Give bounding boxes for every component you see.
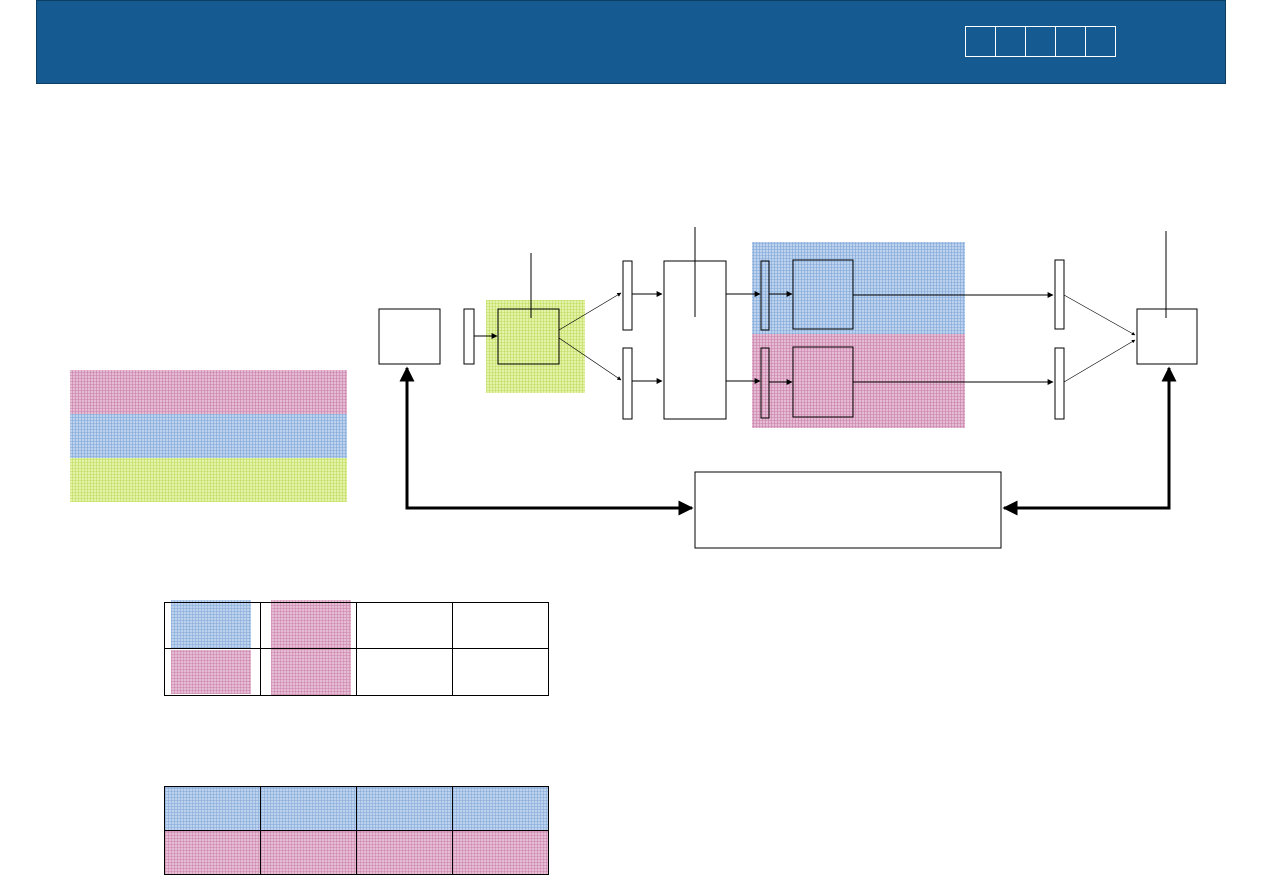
table-cell xyxy=(260,786,357,831)
green-region xyxy=(486,300,585,393)
table-cell xyxy=(356,786,453,831)
table-cell xyxy=(452,830,549,875)
table-row xyxy=(164,786,549,831)
green-block xyxy=(497,308,560,365)
arrow-merge-bottom xyxy=(1063,339,1136,383)
legend-pink-band xyxy=(70,370,347,414)
table-cell xyxy=(356,830,453,875)
nav-square-1[interactable] xyxy=(965,26,996,57)
nav-squares xyxy=(965,26,1116,57)
top-table xyxy=(164,600,549,696)
table-cell xyxy=(452,602,549,649)
table-cell xyxy=(452,648,549,696)
table-row xyxy=(164,830,549,875)
table-row xyxy=(164,648,549,696)
table-cell xyxy=(164,830,261,875)
arrow-merge-top xyxy=(1063,294,1136,336)
input-bar xyxy=(463,308,475,365)
nav-square-4[interactable] xyxy=(1055,26,1086,57)
legend-blue-band xyxy=(70,414,347,458)
split-bar-bottom xyxy=(622,347,633,420)
table-cell xyxy=(164,648,261,696)
bottom-table xyxy=(164,786,549,875)
sink-block xyxy=(1136,308,1198,365)
table-cell xyxy=(260,830,357,875)
merge-bar-bottom xyxy=(1054,347,1065,420)
feedback-right xyxy=(1002,366,1177,516)
nav-square-2[interactable] xyxy=(995,26,1026,57)
legend xyxy=(70,370,347,502)
table-cell xyxy=(452,786,549,831)
controller-block xyxy=(694,471,1002,549)
nav-square-5[interactable] xyxy=(1085,26,1116,57)
legend-green-band xyxy=(70,458,347,502)
table-cell xyxy=(356,648,453,696)
table-row xyxy=(164,600,549,649)
merge-bar-top xyxy=(1054,259,1065,330)
source-block xyxy=(378,308,441,365)
pink-region xyxy=(752,334,965,428)
split-bar-top xyxy=(622,260,633,331)
table-cell xyxy=(164,600,261,649)
pink-bar xyxy=(760,347,770,419)
feedback-left xyxy=(399,366,694,516)
table-cell xyxy=(356,602,453,649)
blue-bar xyxy=(760,260,770,331)
table-cell xyxy=(260,648,357,696)
header-bar xyxy=(36,0,1226,84)
arrow-up-split xyxy=(558,292,622,331)
table-cell xyxy=(164,786,261,831)
table-cell xyxy=(260,600,357,649)
blue-region xyxy=(752,242,965,334)
